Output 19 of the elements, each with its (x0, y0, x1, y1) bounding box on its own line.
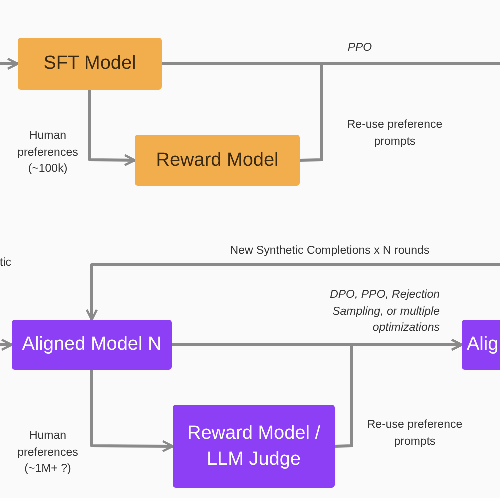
edge-label: PPO (346, 41, 374, 56)
edge-label: Human preferences (~1M+ ?) (16, 429, 80, 478)
arrow (86, 264, 500, 322)
edge-label: Re-use preference prompts (366, 418, 464, 450)
model-box: Aligned Model N (12, 320, 172, 370)
edge-label: Human preferences (~100k) (16, 129, 80, 178)
arrow (334, 338, 464, 448)
model-box: Reward Model / LLM Judge (173, 405, 335, 488)
arrow (88, 90, 136, 166)
model-box: Alig (462, 320, 500, 370)
edge-label: Re-use preference prompts (346, 118, 444, 150)
arrow (0, 58, 20, 70)
arrow (90, 370, 174, 453)
edge-label: DPO, PPO, Rejection Sampling, or multiple optimizations (329, 288, 440, 336)
model-box: Reward Model (135, 135, 300, 186)
text-label: tic (0, 256, 12, 271)
edge-label: New Synthetic Completions x N rounds (229, 244, 431, 259)
model-box: SFT Model (18, 38, 162, 90)
arrow (0, 338, 14, 352)
